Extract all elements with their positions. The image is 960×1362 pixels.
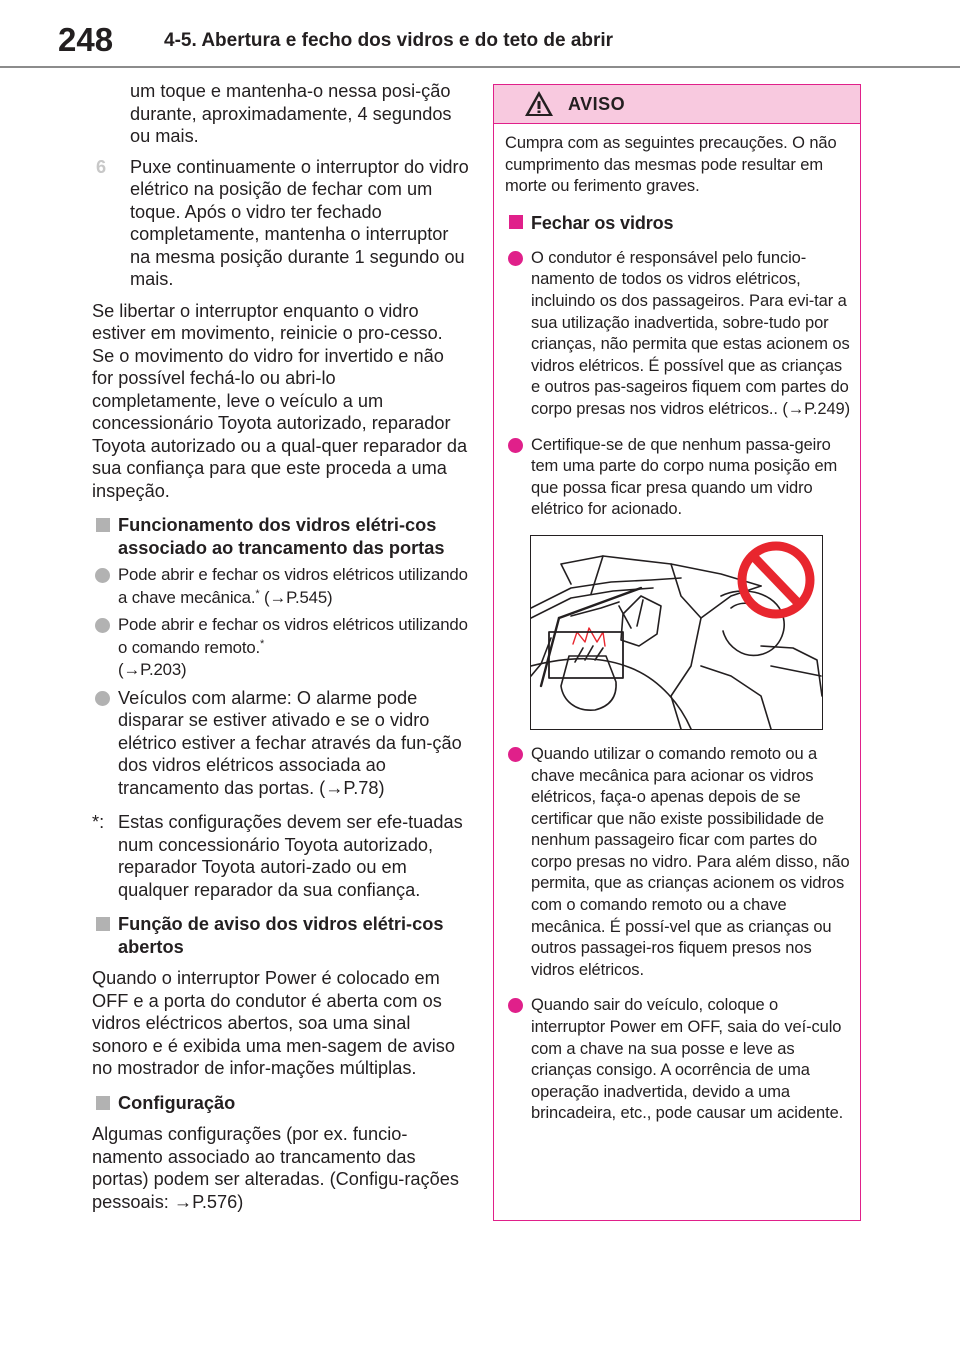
bullet-text: O condutor é responsável pelo funcio-nam…: [531, 248, 851, 418]
round-bullet-icon: [508, 998, 523, 1014]
paragraph-configuration: Algumas configurações (por ex. funcio-na…: [92, 1124, 459, 1212]
left-column: um toque e mantenha-o nessa posi-ção dur…: [92, 80, 470, 1213]
bullet-item: Pode abrir e fechar os vidros elétricos …: [92, 614, 470, 682]
warning-title: AVISO: [568, 94, 626, 114]
warning-body: Cumpra com as seguintes precauções. O nã…: [505, 133, 851, 1125]
square-bullet-icon: [509, 214, 523, 229]
bullet-text: Quando sair do veículo, coloque o interr…: [531, 996, 844, 1123]
subheading-text: Fechar os vidros: [531, 212, 674, 233]
window-pinch-illustration: [530, 534, 823, 730]
warning-box: AVISO Cumpra com as seguintes precauções…: [493, 84, 861, 1221]
footnote-mark: *: [260, 637, 265, 650]
round-bullet-icon: [95, 568, 110, 583]
bullet-text: Quando utilizar o comando remoto ou a ch…: [531, 744, 850, 979]
square-bullet-icon: [96, 518, 110, 532]
section-title: 4-5. Abertura e fecho dos vidros e do te…: [164, 30, 614, 51]
warning-bullet: Quando sair do veículo, coloque o interr…: [505, 995, 851, 1125]
footnote: *: Estas configurações devem ser efe-tua…: [92, 811, 470, 901]
paragraph-restart: Se libertar o interruptor enquanto o vid…: [92, 300, 468, 501]
footnote-mark: *: [255, 587, 260, 600]
step-number: 6: [96, 156, 107, 177]
warning-header: AVISO: [494, 85, 860, 124]
subheading-door-lock: Funcionamento dos vidros elétri-cos asso…: [92, 514, 470, 559]
subheading-text: Função de aviso dos vidros elétri-cos ab…: [118, 914, 444, 957]
warning-triangle-icon: [524, 90, 554, 117]
paragraph-warning-function: Quando o interruptor Power é colocado em…: [92, 968, 455, 1078]
footnote-text: Estas configurações devem ser efe-tuadas…: [118, 812, 463, 900]
round-bullet-icon: [508, 437, 523, 453]
round-bullet-icon: [95, 690, 110, 706]
subheading-configuration: Configuração: [92, 1092, 470, 1115]
round-bullet-icon: [508, 250, 523, 266]
page-reference: (→P.203): [118, 660, 187, 679]
step-text: Puxe continuamente o interruptor do vidr…: [130, 156, 469, 290]
page-reference: (→P.545): [259, 587, 333, 607]
warning-subheading: Fechar os vidros: [505, 212, 851, 234]
square-bullet-icon: [96, 917, 110, 931]
warning-intro: Cumpra com as seguintes precauções. O nã…: [505, 134, 837, 196]
round-bullet-icon: [95, 618, 110, 633]
subheading-open-windows-warning: Função de aviso dos vidros elétri-cos ab…: [92, 913, 470, 958]
step-6: 6 Puxe continuamente o interruptor do vi…: [92, 156, 470, 291]
square-bullet-icon: [96, 1095, 110, 1110]
round-bullet-icon: [508, 746, 523, 762]
bullet-item: Pode abrir e fechar os vidros elétricos …: [92, 564, 470, 609]
bullet-text: Pode abrir e fechar os vidros elétricos …: [118, 615, 468, 657]
warning-bullet: Quando utilizar o comando remoto ou a ch…: [505, 744, 851, 982]
warning-bullet: O condutor é responsável pelo funcio-nam…: [505, 248, 851, 421]
subheading-text: Funcionamento dos vidros elétri-cos asso…: [118, 515, 445, 558]
footnote-marker: *:: [92, 812, 105, 832]
bullet-text: Certifique-se de que nenhum passa-geiro …: [531, 435, 838, 519]
bullet-text: Pode abrir e fechar os vidros elétricos …: [118, 565, 468, 607]
header-rule: [0, 66, 960, 68]
subheading-text: Configuração: [118, 1092, 236, 1113]
page-number: 248: [58, 21, 114, 58]
warning-bullet: Certifique-se de que nenhum passa-geiro …: [505, 435, 851, 521]
bullet-text: Veículos com alarme: O alarme pode dispa…: [118, 687, 462, 798]
continued-text: um toque e mantenha-o nessa posi-ção dur…: [130, 81, 452, 146]
bullet-item: Veículos com alarme: O alarme pode dispa…: [92, 687, 470, 800]
